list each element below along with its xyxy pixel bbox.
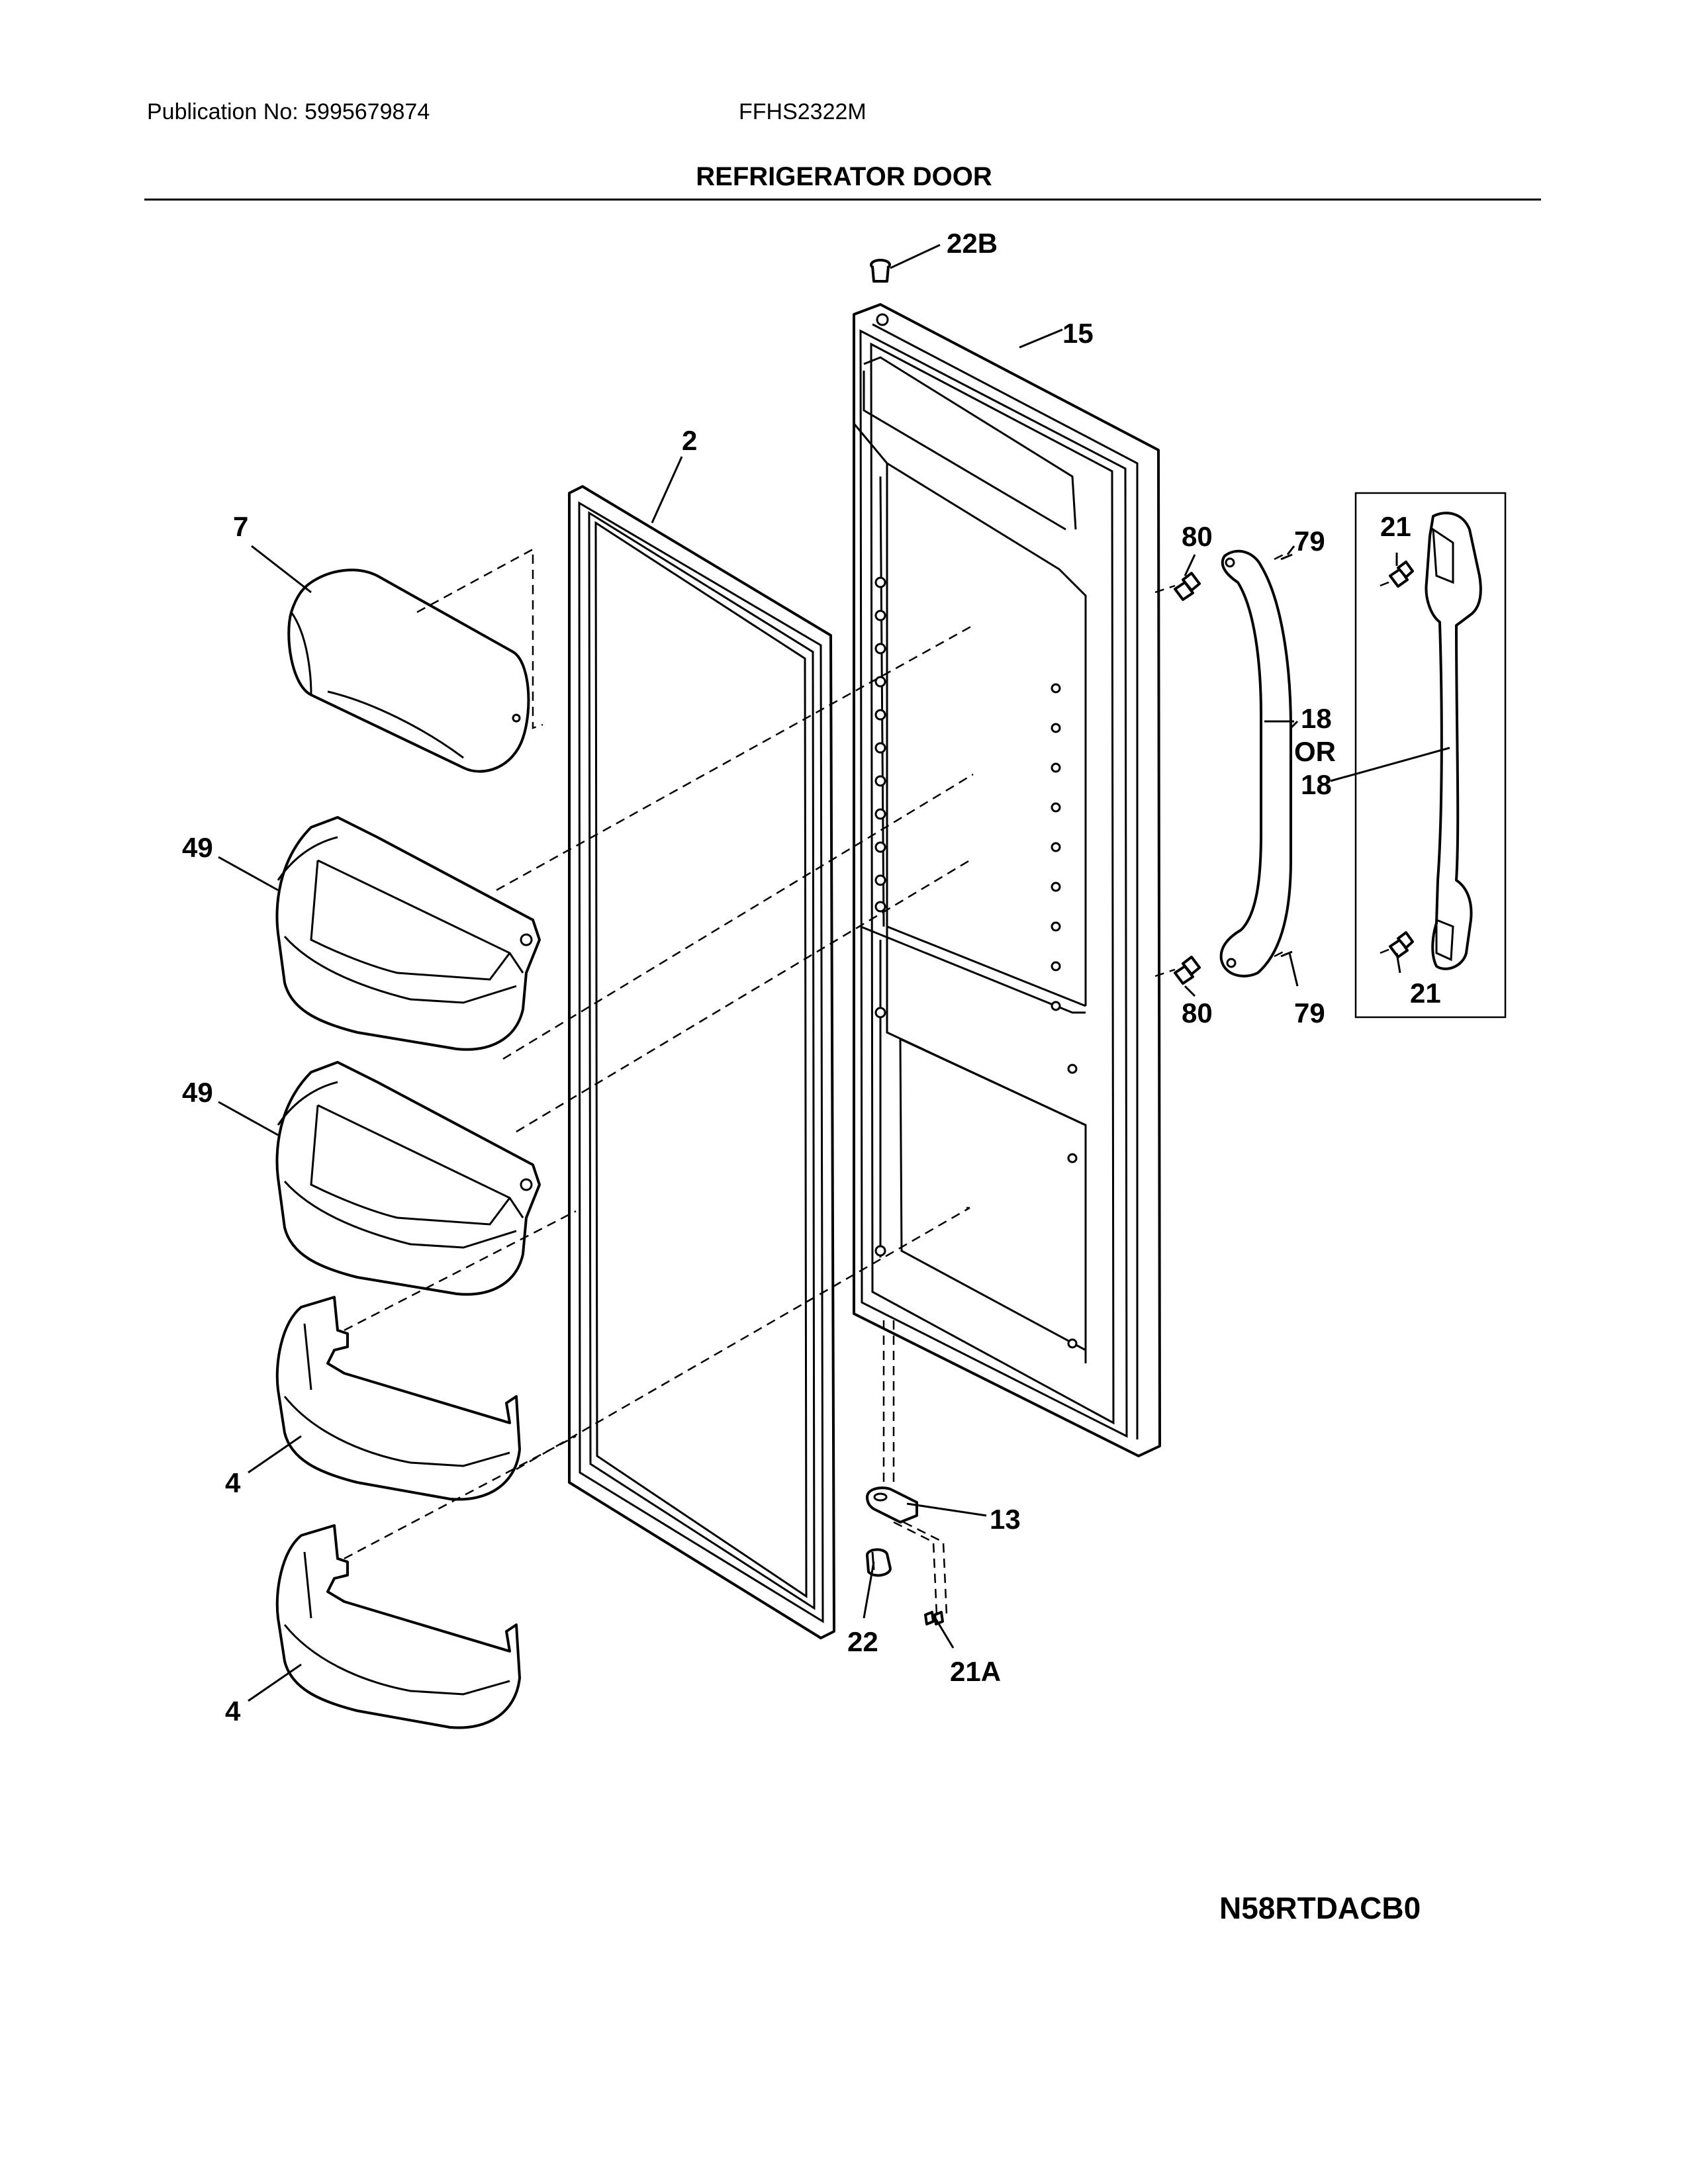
callout-22: 22 bbox=[847, 1626, 878, 1657]
hinge-plug bbox=[870, 259, 891, 326]
door-handle bbox=[1219, 549, 1292, 978]
door-shelf-lower bbox=[275, 1524, 521, 1729]
callout-4-lower: 4 bbox=[225, 1696, 241, 1727]
publication-number: Publication No: 5995679874 bbox=[147, 99, 430, 124]
callout-21A: 21A bbox=[950, 1656, 1001, 1687]
callout-leaders bbox=[218, 244, 1450, 1702]
dairy-compartment bbox=[287, 569, 530, 773]
callout-18-alternate: 18 bbox=[1301, 769, 1332, 800]
callout-49-upper: 49 bbox=[182, 832, 213, 863]
header-divider bbox=[144, 199, 1541, 201]
door-bin-lower bbox=[275, 1061, 541, 1296]
hinge-screws bbox=[924, 1611, 944, 1625]
callout-79-upper: 79 bbox=[1294, 525, 1325, 557]
callout-or: OR bbox=[1294, 736, 1336, 767]
door-bin-upper bbox=[275, 816, 541, 1051]
lower-hinge bbox=[866, 1486, 918, 1524]
callout-22B: 22B bbox=[947, 228, 998, 259]
door-gasket bbox=[568, 485, 835, 1639]
hinge-bushing bbox=[866, 1548, 892, 1577]
callout-21-upper: 21 bbox=[1380, 511, 1411, 542]
callout-18-standard: 18 bbox=[1301, 703, 1332, 734]
callout-49-lower: 49 bbox=[182, 1077, 213, 1108]
callout-80-upper: 80 bbox=[1182, 521, 1213, 552]
callout-13: 13 bbox=[990, 1504, 1021, 1535]
handle-studs bbox=[1174, 572, 1201, 985]
callout-80-lower: 80 bbox=[1182, 997, 1213, 1028]
shelf-mounting-nubs bbox=[874, 576, 1078, 1349]
callout-15: 15 bbox=[1062, 318, 1094, 349]
callout-79-lower: 79 bbox=[1294, 997, 1325, 1028]
callout-7: 7 bbox=[233, 511, 248, 542]
callout-2: 2 bbox=[682, 425, 697, 456]
door-liner bbox=[853, 303, 1161, 1457]
model-number: FFHS2322M bbox=[739, 99, 867, 124]
page-title: REFRIGERATOR DOOR bbox=[696, 162, 992, 191]
diagram-code: N58RTDACB0 bbox=[1219, 1891, 1421, 1925]
handle-screws bbox=[1280, 553, 1293, 958]
assembly-guide-lines bbox=[344, 547, 1397, 1615]
alternate-handle-panel bbox=[1354, 492, 1507, 1019]
callout-21-lower: 21 bbox=[1410, 978, 1441, 1009]
callout-labels: 22B 15 2 7 49 49 4 4 80 79 80 79 18 OR 1… bbox=[182, 228, 1441, 1727]
door-shelf-upper bbox=[275, 1296, 521, 1501]
callout-4-upper: 4 bbox=[225, 1467, 241, 1498]
